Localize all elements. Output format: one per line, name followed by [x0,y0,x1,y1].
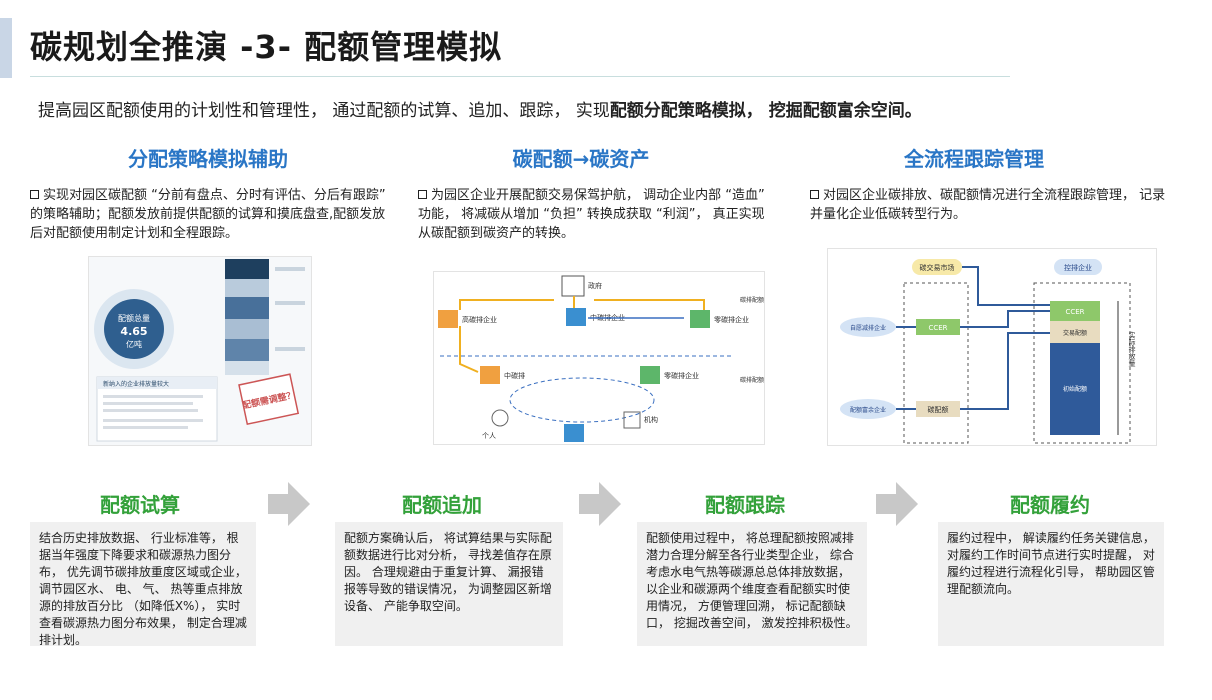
arrow-right-icon [876,482,918,526]
market-node [912,259,962,275]
gov-label: 政府 [588,281,602,290]
stack-segment [225,361,269,375]
market1-label: 碳排配额一级市场 [740,296,765,304]
trade-bar [1050,321,1100,343]
market1-text: 碳排配额一级市场 [740,296,765,304]
gov-icon [561,275,585,297]
bullet-square-icon [30,190,39,199]
step-title-add: 配额追加 [402,493,482,517]
actual-label: 实际排放量 [1128,331,1136,367]
step-title-trial: 配额试算 [100,493,180,517]
column-text-asset: 为园区企业开展配额交易保驾护航， 调动企业内部 “造血” 功能， 将减碳从增加 … [418,186,776,243]
institution-icon [623,411,641,429]
card-title: 新纳入的企业排放量较大 [103,380,169,388]
bullet-square-icon [810,190,819,199]
stack-segment [225,319,269,339]
quota-flow-graphic: 碳交易市场 控排企业 自愿减排企业 配额富余企业 CCER 碳配额 CCER 交… [828,249,1156,445]
center-icon [566,308,586,326]
step-title-track: 配额跟踪 [705,493,785,517]
high-carbon-label: 高碳排企业 [462,315,497,324]
low-carbon-icon [690,310,710,328]
alloc-bar-label: 初始配额 [1063,385,1087,393]
donut-unit: 亿吨 [126,339,142,349]
ccer-label: CCER [928,324,947,332]
bottom-icon [640,366,660,384]
high-carbon-icon [438,310,458,328]
column-text-strategy: 实现对园区碳配额 “分前有盘点、分时有评估、分后有跟踪” 的策略辅助；配额发放前… [30,186,386,243]
stack-segment [225,259,269,279]
column-text-tracking-content: 对园区企业碳排放、碳配额情况进行全流程跟踪管理， 记录并量化企业低碳转型行为。 [810,188,1166,222]
quota-dashboard-image: 配额总量 4.65 亿吨 新纳入的企业排放量较大 配额需调整？ [88,256,312,446]
market-label: 碳交易市场 [920,263,955,272]
bullet-square-icon [418,190,427,199]
donut-label: 配额总量 [118,313,150,323]
step-box-add: 配额方案确认后， 将试算结果与实际配额数据进行比对分析， 寻找差值存在原因。 合… [335,522,563,646]
carbon-market-image: 政府 高碳排企业 中碳排企业 零碳排企业 中碳排 零碳排企业 个人 机构 碳排配… [433,271,765,445]
step-title-fulfill: 配额履约 [1010,493,1090,517]
column-heading-strategy: 分配策略模拟辅助 [128,147,288,171]
person-icon [491,409,509,427]
stack-segment [225,339,269,361]
step-box-track: 配额使用过程中， 将总理配额按照减排潜力合理分解至各行业类型企业， 综合考虑水电… [637,522,867,646]
ccer-bar-label: CCER [1065,308,1084,316]
ccer-node [916,319,960,335]
column-text-asset-content: 为园区企业开展配额交易保驾护航， 调动企业内部 “造血” 功能， 将减碳从增加 … [418,188,765,241]
title-accent-bar [0,18,12,78]
quota-label: 碳配额 [928,405,949,414]
self-label: 自愿减排企业 [850,324,886,332]
company-node [1054,259,1102,275]
market2-label: 碳排配额二级市场 [740,376,765,384]
surplus-node [840,399,896,419]
company-label: 控排企业 [1064,263,1092,272]
step-box-trial: 结合历史排放数据、 行业标准等， 根据当年强度下降要求和碳源热力图分布， 优先调… [30,522,256,647]
quota-node [916,401,960,417]
bottom-label: 零碳排企业 [664,371,699,380]
arrow-right-icon [268,482,310,526]
stack-segment [225,297,269,319]
quota-dashboard-graphic: 配额总量 4.65 亿吨 新纳入的企业排放量较大 配额需调整？ [89,257,311,445]
low-carbon-label: 零碳排企业 [714,315,749,324]
subtitle-plain: 提高园区配额使用的计划性和管理性， 通过配额的试算、追加、跟踪， 实现 [38,101,610,121]
ccer-bar [1050,301,1100,321]
institution-label: 机构 [644,415,658,424]
subtitle-bold: 配额分配策略模拟， 挖掘配额富余空间。 [609,101,922,121]
carbon-market-graphic: 政府 高碳排企业 中碳排企业 零碳排企业 中碳排 零碳排企业 个人 机构 碳排配… [434,272,765,444]
mid-carbon-icon [480,366,500,384]
arrow-right-icon [579,482,621,526]
page-subtitle: 提高园区配额使用的计划性和管理性， 通过配额的试算、追加、跟踪， 实现配额分配策… [38,96,922,121]
page-title: 碳规划全推演 -3- 配额管理模拟 [30,28,503,66]
mid-carbon-label: 中碳排 [504,371,525,380]
column-heading-tracking: 全流程跟踪管理 [904,147,1044,171]
surplus-label: 配额富余企业 [850,406,886,414]
column-text-strategy-content: 实现对园区碳配额 “分前有盘点、分时有评估、分后有跟踪” 的策略辅助；配额发放前… [30,188,386,241]
market2-text: 碳排配额二级市场 [740,376,765,384]
stack-segment [225,279,269,297]
step-box-fulfill: 履约过程中， 解读履约任务关键信息， 对履约工作时间节点进行实时提醒， 对履约过… [938,522,1164,646]
column-text-tracking: 对园区企业碳排放、碳配额情况进行全流程跟踪管理， 记录并量化企业低碳转型行为。 [810,186,1166,224]
self-node [840,317,896,337]
donut-value: 4.65 [120,325,147,338]
trade-bar-label: 交易配额 [1063,329,1087,337]
people-label: 个人 [482,432,496,440]
alloc-bar [1050,343,1100,435]
quota-flow-image: 碳交易市场 控排企业 自愿减排企业 配额富余企业 CCER 碳配额 CCER 交… [827,248,1157,446]
title-divider [30,76,1010,77]
column-heading-asset: 碳配额→碳资产 [512,147,650,171]
bottom-center-icon [564,424,584,442]
